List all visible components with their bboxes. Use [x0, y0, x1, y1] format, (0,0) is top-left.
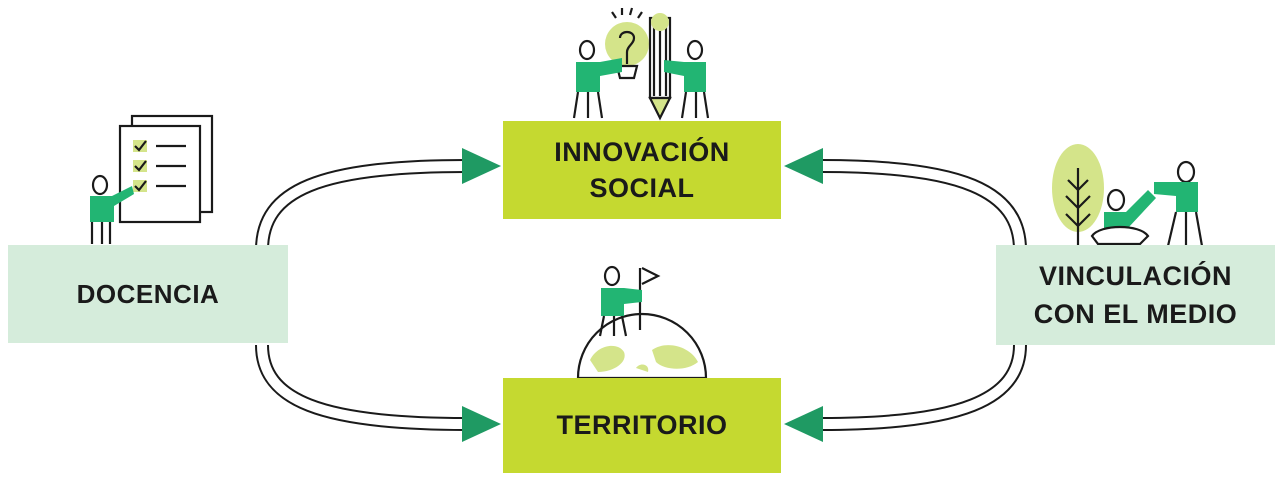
- node-innovacion-line2: SOCIAL: [589, 173, 695, 203]
- arrowhead-to-territorio-left: [462, 406, 501, 442]
- node-vinculacion-line2: CON EL MEDIO: [1033, 299, 1238, 329]
- connector-vinculacion-innovacion: [784, 148, 1027, 251]
- node-vinculacion-line1: VINCULACIÓN: [1039, 261, 1232, 291]
- people-nature-tree-icon: [1052, 144, 1204, 247]
- connector-vinculacion-territorio: [784, 344, 1027, 442]
- arrowhead-to-innovacion-right: [784, 148, 823, 184]
- connector-docencia-territorio: [255, 344, 501, 442]
- arrowhead-to-territorio-right: [784, 406, 823, 442]
- person-flag-globe-icon: [576, 265, 708, 380]
- teacher-checklist-icon: [90, 114, 214, 244]
- node-docencia: DOCENCIA: [8, 245, 288, 343]
- people-lightbulb-pencil-icon: [572, 7, 710, 121]
- connector-docencia-innovacion: [255, 148, 502, 251]
- node-innovacion-line1: INNOVACIÓN: [554, 137, 730, 167]
- node-innovacion-social: INNOVACIÓN SOCIAL: [503, 121, 781, 219]
- node-vinculacion-con-el-medio: VINCULACIÓN CON EL MEDIO: [996, 245, 1275, 345]
- node-territorio: TERRITORIO: [503, 378, 781, 473]
- node-territorio-label: TERRITORIO: [556, 410, 728, 440]
- arrowhead-to-innovacion-left: [462, 148, 501, 184]
- node-docencia-label: DOCENCIA: [76, 278, 220, 309]
